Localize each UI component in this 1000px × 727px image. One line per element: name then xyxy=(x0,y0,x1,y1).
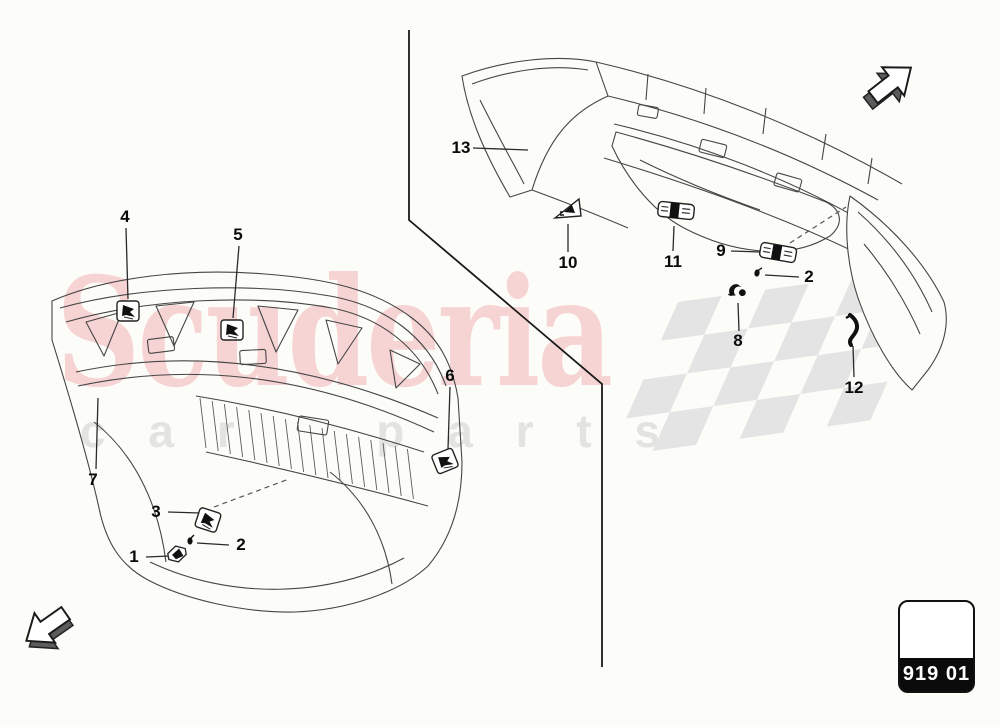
callout-leader-4 xyxy=(125,227,129,300)
callout-leader-7 xyxy=(95,397,99,470)
callout-leader-1 xyxy=(145,555,171,558)
callout-label-8: 8 xyxy=(733,331,743,350)
part-12-icon xyxy=(844,313,860,347)
watermark-title: Scuderia xyxy=(56,245,613,421)
callout-label-12: 12 xyxy=(844,378,864,397)
watermark-subtitle-letter: p xyxy=(376,405,405,457)
callout-leader-3 xyxy=(167,511,201,514)
callout-label-13: 13 xyxy=(451,138,471,157)
part-4-icon xyxy=(116,300,140,322)
callout-label-2: 2 xyxy=(804,267,814,286)
callout-label-1: 1 xyxy=(129,547,139,566)
nav-back-icon[interactable] xyxy=(15,597,80,663)
callout-leader-2 xyxy=(764,274,800,278)
bumper-front-drawing xyxy=(461,57,947,391)
callout-leader-11 xyxy=(672,225,675,252)
part-8-icon xyxy=(725,281,748,301)
part-11-icon xyxy=(656,200,696,221)
part-code-box: 919 01 xyxy=(898,600,975,693)
callout-label-6: 6 xyxy=(445,366,455,385)
callout-label-2: 2 xyxy=(236,535,246,554)
callout-leader-12 xyxy=(852,345,855,378)
part-10-icon xyxy=(554,198,582,219)
part-2-icon xyxy=(186,534,195,546)
callout-leader-5 xyxy=(232,245,240,319)
nav-forward-icon[interactable] xyxy=(856,52,923,119)
part-1-icon xyxy=(166,543,188,565)
part-2-icon xyxy=(753,265,763,278)
callout-label-9: 9 xyxy=(716,241,726,260)
callout-label-3: 3 xyxy=(151,502,161,521)
part-9-icon xyxy=(758,241,798,264)
watermark-subtitle-letter: t xyxy=(576,405,592,457)
callout-dashed-ref-3 xyxy=(213,478,290,508)
divider-line xyxy=(408,30,603,667)
callout-label-5: 5 xyxy=(233,225,243,244)
callout-dashed-ref-9 xyxy=(789,206,847,244)
callout-label-4: 4 xyxy=(120,207,130,226)
callout-leader-8 xyxy=(737,302,740,332)
callout-leader-9 xyxy=(730,250,762,253)
watermark-subtitle-letter: r xyxy=(216,405,235,457)
bumper-underside-drawing xyxy=(51,271,463,613)
callout-label-10: 10 xyxy=(558,253,578,272)
callout-leader-6 xyxy=(447,386,451,450)
watermark-subtitle-letter: a xyxy=(148,405,174,457)
watermark-subtitle-letter: c xyxy=(80,405,106,457)
part-6-icon xyxy=(430,446,460,476)
part-code-label: 919 01 xyxy=(900,658,973,691)
part-5-icon xyxy=(220,319,244,341)
callout-leader-13 xyxy=(472,147,529,151)
part-3-icon xyxy=(193,506,223,534)
watermark-subtitle-letter: r xyxy=(515,405,534,457)
callout-label-11: 11 xyxy=(664,252,682,271)
callout-leader-2 xyxy=(196,542,230,546)
callout-label-7: 7 xyxy=(88,470,98,489)
checkered-flag xyxy=(626,271,923,451)
